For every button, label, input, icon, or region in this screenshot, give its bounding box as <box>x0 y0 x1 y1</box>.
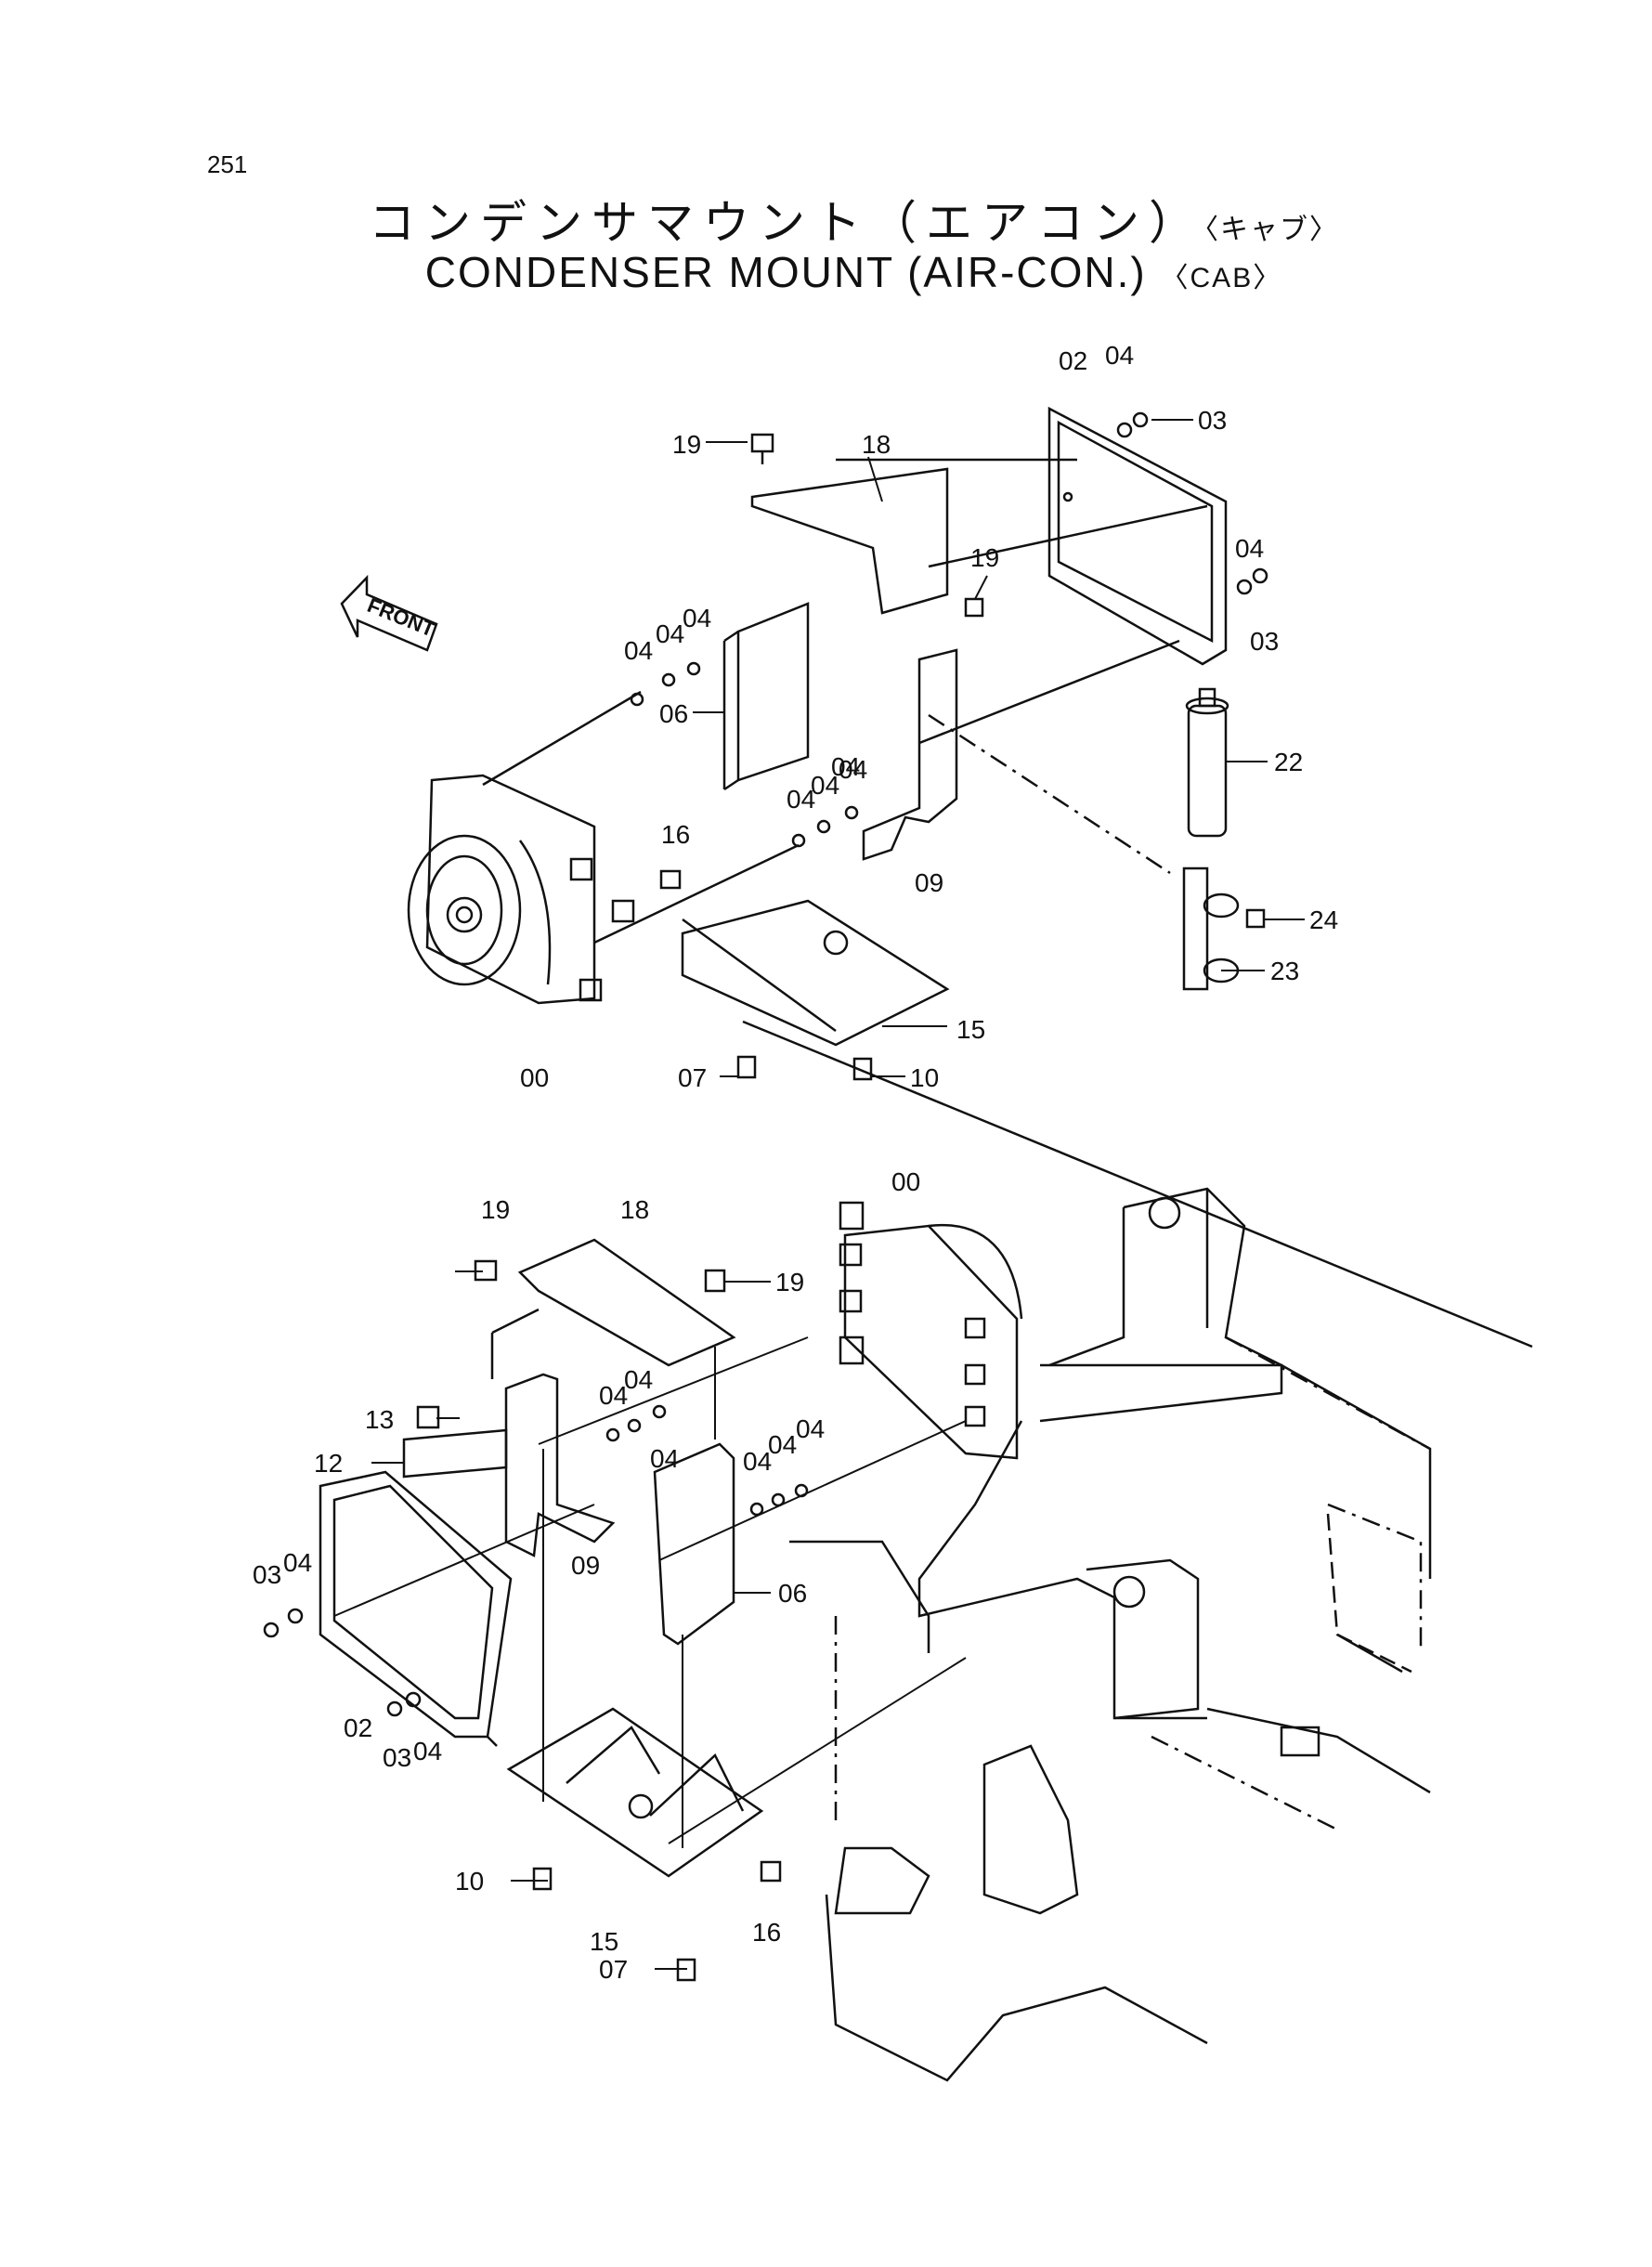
clamp-part-23 <box>1182 866 1240 991</box>
title-jp-suffix: 〈キャブ〉 <box>1204 214 1339 246</box>
callout-04-f: 04 <box>831 752 860 781</box>
cover-part-18-bottom <box>517 1238 736 1367</box>
cover-part-18-top <box>750 467 949 615</box>
fasteners-bottom <box>263 1259 809 1982</box>
callout-b-13: 13 <box>365 1405 394 1434</box>
callout-00: 00 <box>520 1063 549 1092</box>
cover-part-02-bottom <box>319 1470 513 1747</box>
title-en-suffix: 〈CAB〉 <box>1160 263 1283 293</box>
callout-b-04-d: 04 <box>743 1447 772 1476</box>
front-arrow: FRONT <box>340 574 438 652</box>
callout-b-18: 18 <box>620 1195 649 1224</box>
callout-b-04-e: 04 <box>768 1430 797 1459</box>
bracket-part-06-bottom <box>653 1442 735 1646</box>
bracket-part-06-top <box>736 602 810 782</box>
bracket-part-09-bottom <box>504 1373 616 1557</box>
callout-b-03-b: 03 <box>383 1743 411 1772</box>
callout-b-19-b: 19 <box>775 1268 804 1296</box>
callout-04-c: 04 <box>624 636 653 665</box>
callout-b-04-c: 04 <box>650 1444 679 1473</box>
callout-07: 07 <box>678 1063 707 1092</box>
callout-04-a: 04 <box>1105 341 1134 370</box>
callouts-top: 19 18 02 04 03 19 04 03 04 04 04 04 06 2… <box>520 341 1338 1092</box>
callout-22: 22 <box>1274 748 1303 776</box>
callout-b-06: 06 <box>778 1579 807 1608</box>
top-view: 19 18 02 04 03 19 04 03 04 04 04 04 06 2… <box>407 341 1533 1348</box>
condenser-part-00-top <box>407 774 635 1005</box>
title-japanese: コンデンサマウント（エアコン）〈キャブ〉 <box>0 186 1652 253</box>
callout-b-04-h: 04 <box>413 1737 442 1765</box>
callout-b-16: 16 <box>752 1918 781 1947</box>
leaders-bottom <box>333 1270 967 1970</box>
callout-04-g: 04 <box>787 785 815 814</box>
callout-b-07: 07 <box>599 1955 628 1984</box>
cover-part-02-top <box>1047 406 1228 666</box>
callout-04-i: 04 <box>839 755 867 784</box>
callout-09: 09 <box>915 868 943 897</box>
callout-b-04-f: 04 <box>796 1414 825 1443</box>
callout-03-a: 03 <box>1198 406 1227 435</box>
callout-24: 24 <box>1309 905 1338 934</box>
callout-19-a: 19 <box>672 430 701 459</box>
callout-03-b: 03 <box>1250 627 1279 656</box>
callout-18: 18 <box>862 430 891 459</box>
callout-04-h: 04 <box>811 771 839 800</box>
callout-b-04-g: 04 <box>283 1548 312 1577</box>
callouts-bottom: 19 18 00 19 13 04 04 04 04 04 04 12 09 0… <box>253 1167 920 1984</box>
title-english: CONDENSER MOUNT (AIR-CON.) 〈CAB〉 <box>0 247 1652 297</box>
title-jp-main: コンデンサマウント（エアコン） <box>369 196 1204 250</box>
plate-part-15-bottom <box>506 1707 764 1878</box>
callout-06: 06 <box>659 699 688 728</box>
callout-b-15: 15 <box>590 1927 618 1956</box>
machine-frame <box>789 1187 1432 2082</box>
callout-19-b: 19 <box>970 543 999 572</box>
callout-b-19-a: 19 <box>481 1195 510 1224</box>
callout-b-00: 00 <box>891 1167 920 1196</box>
plate-part-15-top <box>681 899 950 1047</box>
callout-b-02: 02 <box>344 1713 372 1742</box>
callout-16: 16 <box>661 820 690 849</box>
callout-02: 02 <box>1059 346 1087 375</box>
callout-04-b: 04 <box>1235 534 1264 563</box>
bottom-view: 19 18 00 19 13 04 04 04 04 04 04 12 09 0… <box>253 1167 1432 2082</box>
callout-04-e: 04 <box>683 604 711 632</box>
callout-15: 15 <box>956 1015 985 1044</box>
callout-b-12: 12 <box>314 1449 343 1478</box>
callout-b-09: 09 <box>571 1551 600 1580</box>
callout-b-04-a: 04 <box>599 1381 628 1410</box>
callout-23: 23 <box>1270 957 1299 985</box>
bracket-part-09-top <box>862 648 958 861</box>
plate-part-12 <box>402 1428 508 1479</box>
receiver-drier-part-22 <box>1185 687 1229 838</box>
callout-b-04-b: 04 <box>624 1365 653 1394</box>
callout-b-03-a: 03 <box>253 1560 281 1589</box>
callout-04-d: 04 <box>656 619 684 648</box>
condenser-part-00-bottom <box>839 1201 1023 1460</box>
page-number: 251 <box>207 150 248 178</box>
title-en-main: CONDENSER MOUNT (AIR-CON.) <box>424 248 1147 296</box>
callout-10: 10 <box>910 1063 939 1092</box>
leaders-top <box>693 419 1305 1077</box>
callout-b-10: 10 <box>455 1867 484 1896</box>
